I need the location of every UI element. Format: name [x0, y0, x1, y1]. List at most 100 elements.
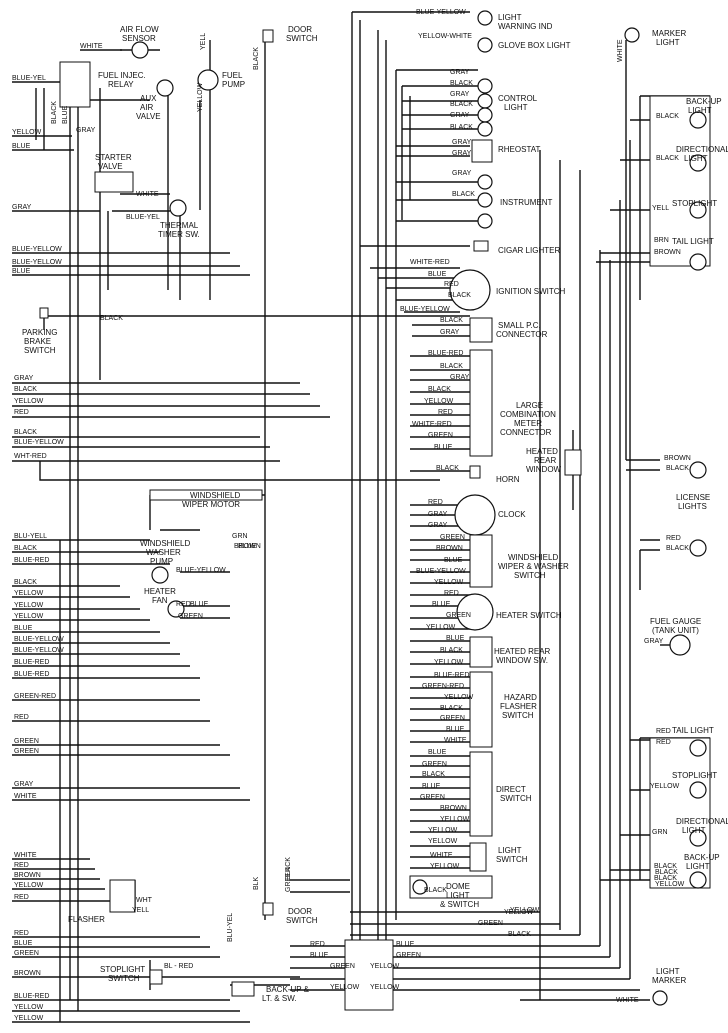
wire-label-misc-18: YELL — [132, 907, 149, 914]
wire-label-center-9: GRAY — [452, 150, 472, 157]
wire-label-left-5: BLUE-YELLOW — [12, 259, 62, 266]
wire-label-center-57: YELLOW — [440, 816, 470, 823]
wire-label-left-32: WHITE — [14, 852, 37, 859]
wire-label-center-43: YELLOW — [434, 659, 464, 666]
wire-label-left-0: BLUE-YEL — [12, 75, 46, 82]
wire-label-left-24: BLUE-RED — [14, 659, 49, 666]
wire-label-misc-23: BLACK — [424, 887, 447, 894]
wire-label-center-61: YELLOW — [430, 863, 460, 870]
wire-label-center-67: RED — [310, 941, 325, 948]
wire-label-left-36: RED — [14, 894, 29, 901]
wire-label-misc-10: GRN — [232, 533, 248, 540]
label-glove-box-light: GLOVE BOX LIGHT — [498, 41, 571, 50]
wire-label-center-70: GREEN — [396, 952, 421, 959]
wire-label-misc-8: BLACK — [253, 47, 260, 70]
wire-label-center-2: GRAY — [450, 69, 470, 76]
wire-label-center-13: BLUE — [428, 271, 447, 278]
component-symbols — [39, 10, 711, 1011]
wire-label-center-51: BLUE — [428, 749, 447, 756]
wire-label-left-17: BLACK — [14, 579, 37, 586]
wire-label-right-17: WHITE — [616, 997, 639, 1004]
wire-label-center-37: RED — [444, 590, 459, 597]
wire-label-misc-9: YELLOW — [197, 82, 204, 112]
wire-label-center-15: BLACK — [448, 292, 471, 299]
wire-label-left-4: BLUE-YELLOW — [12, 246, 62, 253]
wire-label-center-69: BLUE — [310, 952, 329, 959]
wire-label-left-1: YELLOW — [12, 129, 42, 136]
label-flasher: FLASHER — [68, 915, 105, 924]
wire-label-right-14: GRN — [652, 829, 668, 836]
label-tail-light-bottom: TAIL LIGHT — [672, 726, 714, 735]
wire-label-center-52: GREEN — [422, 761, 447, 768]
wire-color-labels: BLUE-YEL YELLOW BLUE GRAY BLUE-YELLOW BLUE-YE… — [12, 9, 691, 1022]
wire-label-right-2: BLACK — [656, 155, 679, 162]
label-horn: HORN — [496, 475, 520, 484]
wire-label-center-1: YELLOW-WHITE — [418, 33, 472, 40]
wire-label-right-5: BROWN — [654, 249, 681, 256]
wire-label-misc-11: BLUE — [238, 543, 257, 550]
wire-label-right-11: RED — [656, 728, 671, 735]
wire-label-center-74: YELLOW — [370, 984, 400, 991]
wire-label-right-15: BLACK — [654, 863, 677, 870]
label-fuel-injec-relay: FUEL INJEC.RELAY — [98, 71, 146, 89]
wire-label-left-21: BLUE — [14, 625, 33, 632]
wire-label-left-25: BLUE-RED — [14, 671, 49, 678]
wire-label-center-25: WHITE-RED — [412, 421, 452, 428]
wire-label-center-31: GRAY — [428, 522, 448, 529]
wire-label-left-28: GREEN — [14, 738, 39, 745]
wire-label-misc-19: BL - RED — [164, 963, 193, 970]
wire-label-left-35: YELLOW — [14, 882, 44, 889]
wire-label-misc-15: BLUE — [190, 601, 209, 608]
wire-label-center-62: BLACK — [285, 857, 292, 880]
wire-label-right-12: RED — [656, 739, 671, 746]
wire-label-center-66: BLACK — [508, 931, 531, 938]
wire-label-center-4: GRAY — [450, 91, 470, 98]
wire-label-center-12: WHITE-RED — [410, 259, 450, 266]
wire-label-center-7: BLACK — [450, 124, 473, 131]
wire-label-left-2: BLUE — [12, 143, 31, 150]
wire-label-center-46: YELLOW — [444, 694, 474, 701]
wire-label-left-26: GREEN-RED — [14, 693, 56, 700]
wire-label-center-45: GREEN-RED — [422, 683, 464, 690]
wire-label-misc-12: BROWN — [234, 543, 261, 550]
wire-label-left-13: WHT-RED — [14, 453, 47, 460]
wire-label-misc-17: WHT — [136, 897, 153, 904]
label-heater-switch: HEATER SWITCH — [496, 611, 562, 620]
wire-label-right-19: YELLOW — [655, 881, 685, 888]
wire-label-misc-16: GREEN — [178, 613, 203, 620]
wire-label-left-9: YELLOW — [14, 398, 44, 405]
wire-label-center-60: WHITE — [430, 852, 453, 859]
wire-label-left-15: BLACK — [14, 545, 37, 552]
wire-label-center-44: BLUE-RED — [434, 672, 469, 679]
wire-label-right-18: BLACK — [655, 869, 678, 876]
wire-label-misc-13: BLUE-YELLOW — [176, 567, 226, 574]
wire-label-right-1: BLACK — [656, 113, 679, 120]
wire-label-center-6: GRAY — [450, 112, 470, 119]
wire-label-center-56: BROWN — [440, 805, 467, 812]
wire-label-center-35: BLUE-YELLOW — [416, 568, 466, 575]
wire-label-misc-20: BLU-YEL — [227, 913, 234, 942]
wire-label-center-11: BLACK — [452, 191, 475, 198]
wire-label-center-28: BLACK — [436, 465, 459, 472]
wire-label-center-55: GREEN — [420, 794, 445, 801]
wire-label-center-42: BLACK — [440, 647, 463, 654]
